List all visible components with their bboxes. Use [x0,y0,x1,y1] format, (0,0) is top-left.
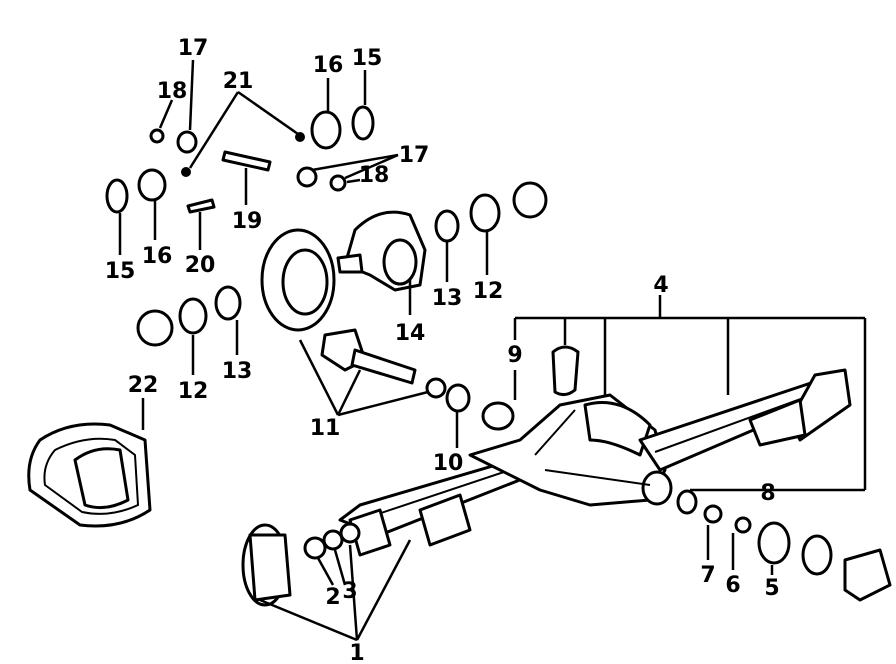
callout-19: 19 [232,209,263,234]
callout-18-right: 18 [359,163,390,188]
carrier-bearings [136,181,548,347]
callout-11: 11 [310,416,341,441]
leader-lines [118,59,867,642]
callout-2: 2 [325,585,340,610]
differential-cover [27,422,152,528]
callout-5: 5 [764,576,779,601]
callout-9: 9 [507,343,522,368]
differential-case [336,210,427,292]
callout-3: 3 [342,579,357,604]
callout-20: 20 [185,253,216,278]
callout-16-left: 16 [142,244,173,269]
callout-17-top: 17 [178,36,209,61]
callout-labels: 1 2 3 4 5 6 7 8 9 10 11 12 12 13 13 14 1… [105,36,780,664]
callout-1: 1 [349,641,364,664]
callout-15-left: 15 [105,259,136,284]
differential-gears [105,105,375,214]
axle-bearing-parts [676,489,892,602]
axle-shaft-assembly [241,522,361,607]
callout-4: 4 [653,273,668,298]
callout-6: 6 [725,573,740,598]
callout-13-right: 13 [432,286,463,311]
callout-10: 10 [433,451,464,476]
callout-14: 14 [395,321,426,346]
callout-18-left: 18 [157,79,188,104]
axle-housing [338,368,852,557]
callout-21: 21 [223,69,254,94]
callout-13-left: 13 [222,359,253,384]
callout-7: 7 [700,563,715,588]
callout-12-right: 12 [473,279,504,304]
callout-12-left: 12 [178,379,209,404]
callout-16-top: 16 [313,53,344,78]
callout-8: 8 [760,481,775,506]
callout-22: 22 [128,373,159,398]
ring-and-pinion-gear [260,228,447,399]
callout-17-right: 17 [399,143,430,168]
callout-15-top: 15 [352,46,383,71]
pinion-bearing-and-seal [445,345,580,431]
